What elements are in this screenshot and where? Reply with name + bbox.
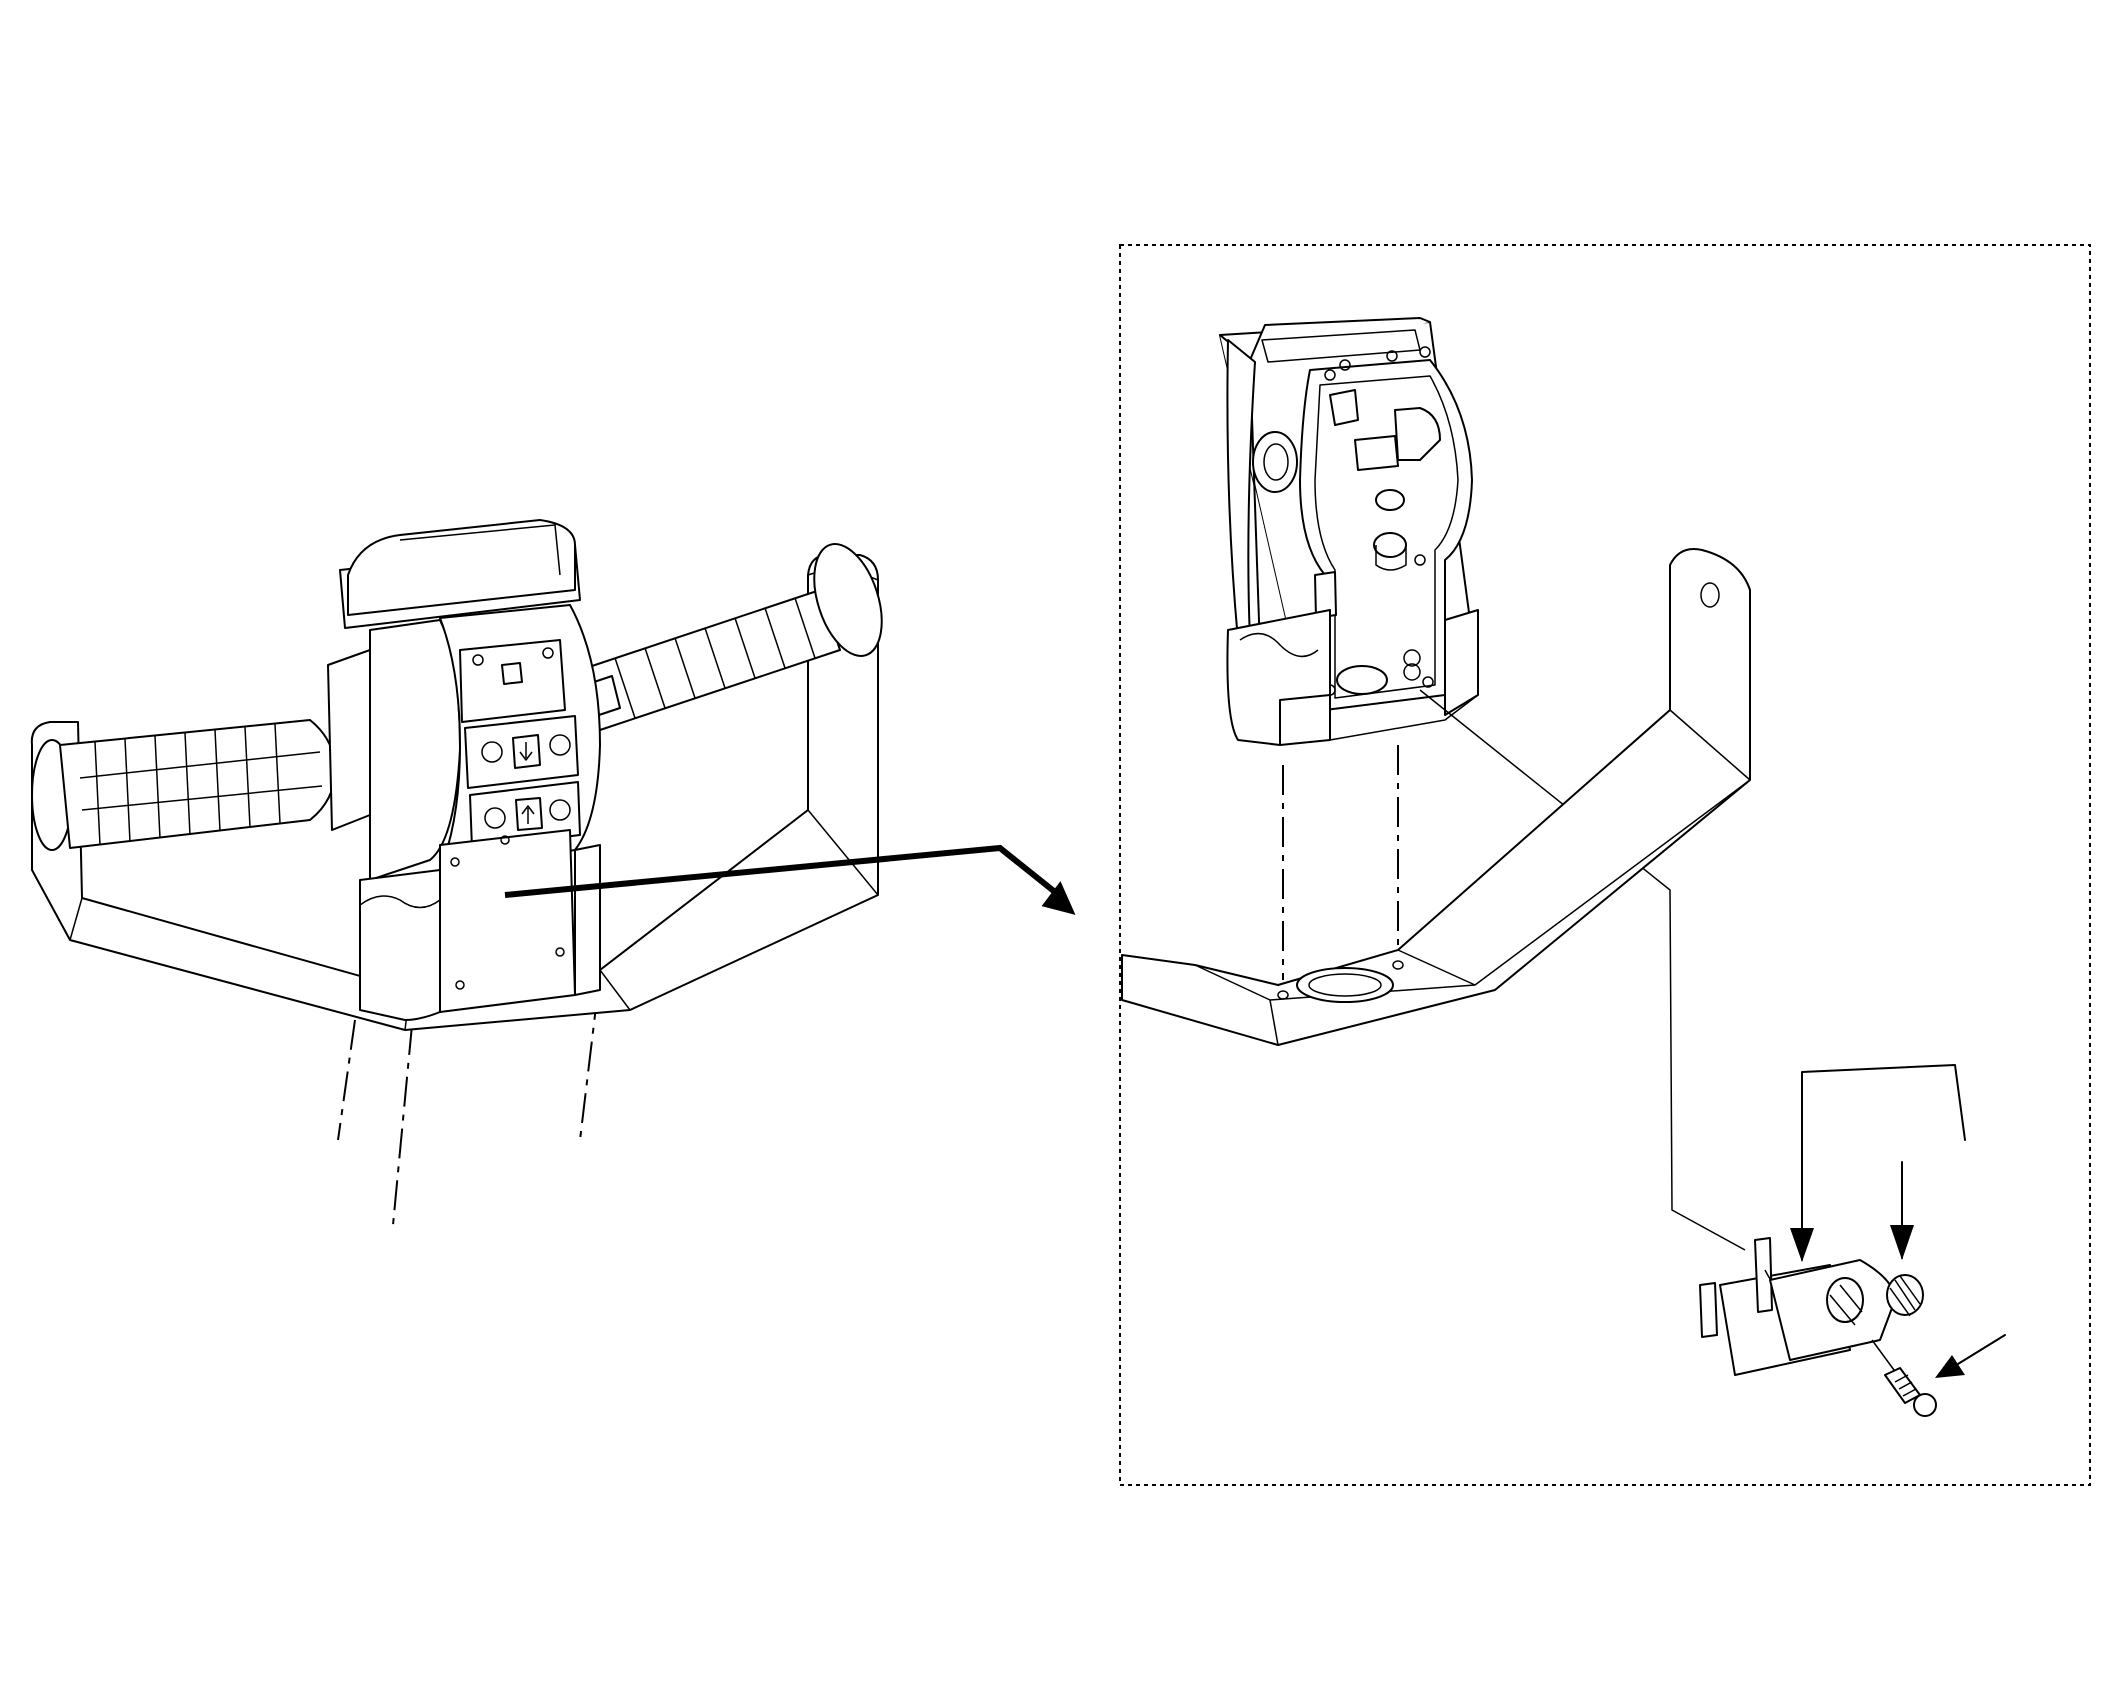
leader-arrow [504, 844, 1076, 915]
mounting-bracket [1121, 548, 1751, 1046]
callout-leaders [1790, 1064, 2006, 1378]
control-housing [327, 519, 601, 1021]
callout-arrowhead-icon [1890, 1225, 1914, 1260]
assembled-handle-unit [30, 519, 1076, 1226]
opened-housing [1219, 317, 1479, 746]
inset-border [1119, 244, 2091, 1486]
left-handgrip [31, 719, 375, 851]
exploded-detail-inset [1119, 244, 2091, 1486]
alignment-lines [1282, 689, 1746, 1251]
support-post-phantom [337, 989, 599, 1226]
callout-arrowhead-icon [1935, 1355, 1965, 1378]
callout-arrowhead-icon [1790, 1228, 1814, 1262]
arrowhead-icon [1041, 881, 1076, 915]
switch-assembly [1699, 1237, 1937, 1417]
